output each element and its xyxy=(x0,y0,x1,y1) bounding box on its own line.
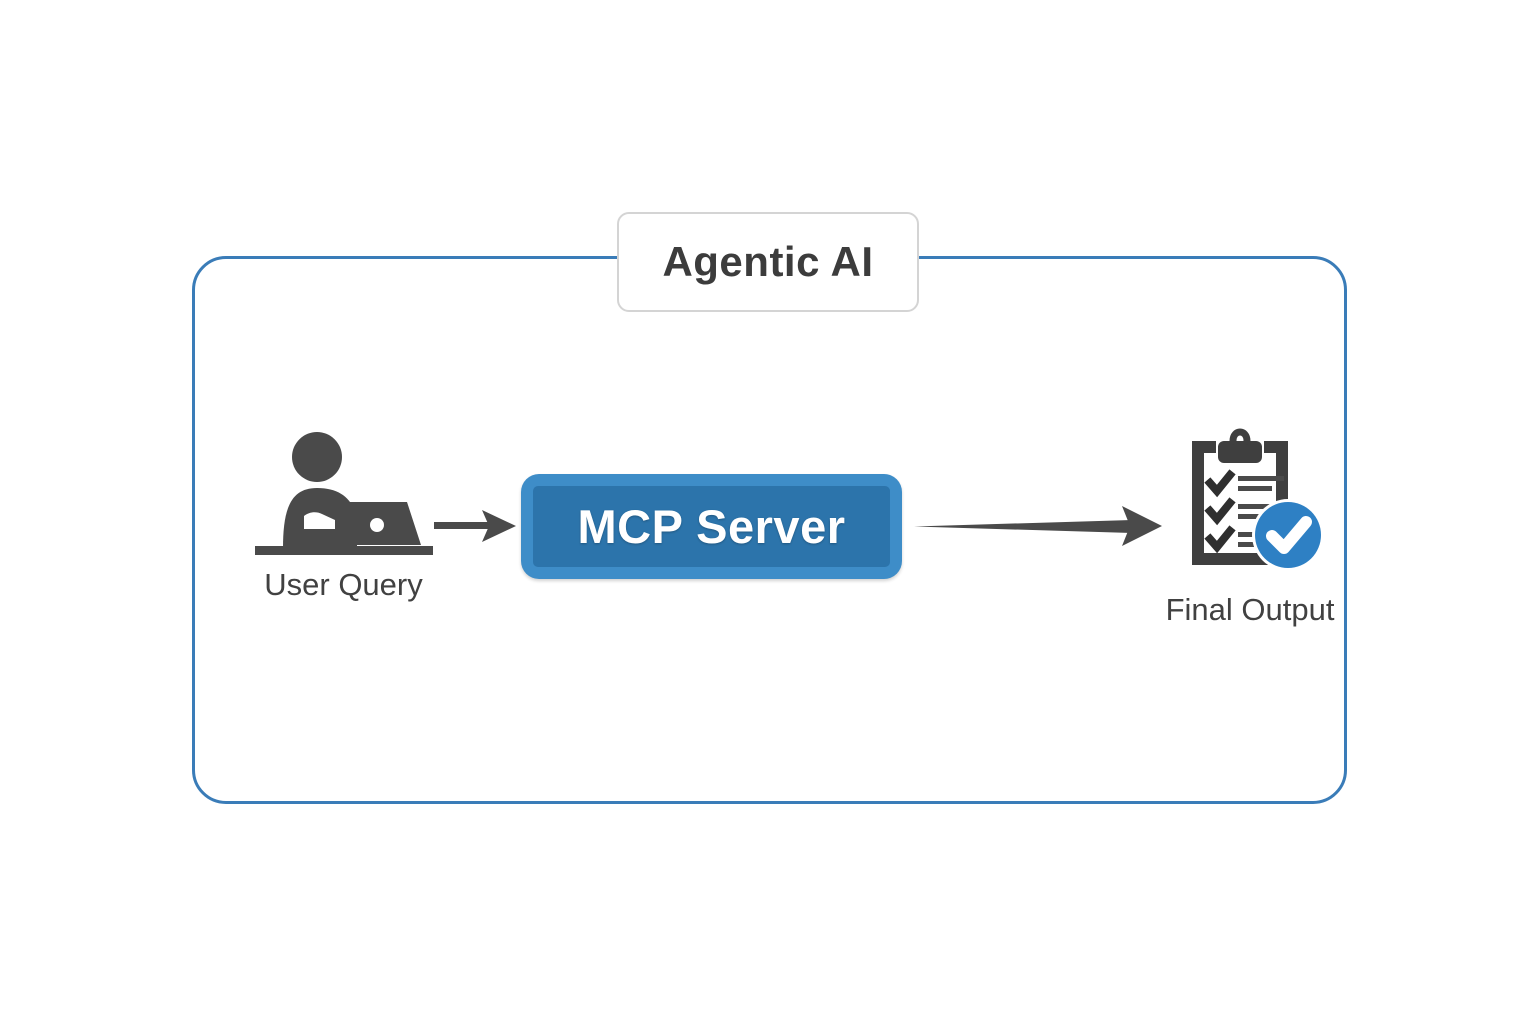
arrow-mcp-server-to-final-output xyxy=(914,506,1162,546)
user-query-label: User Query xyxy=(264,567,423,602)
person-at-laptop-icon xyxy=(255,432,433,555)
mcp-server-label: MCP Server xyxy=(577,500,846,553)
clipboard-checklist-icon xyxy=(1192,428,1324,571)
agentic-ai-title-box: Agentic AI xyxy=(617,212,919,312)
node-user-query: User Query xyxy=(243,430,443,630)
agentic-ai-title-text: Agentic AI xyxy=(662,238,874,285)
node-final-output: Final Output xyxy=(1140,425,1360,655)
node-mcp-server[interactable]: MCP Server xyxy=(521,474,902,579)
final-output-label: Final Output xyxy=(1165,592,1335,627)
arrow-user-to-mcp-server xyxy=(434,510,516,542)
mcp-server-inner-panel: MCP Server xyxy=(533,486,890,567)
check-badge-icon xyxy=(1252,499,1324,571)
